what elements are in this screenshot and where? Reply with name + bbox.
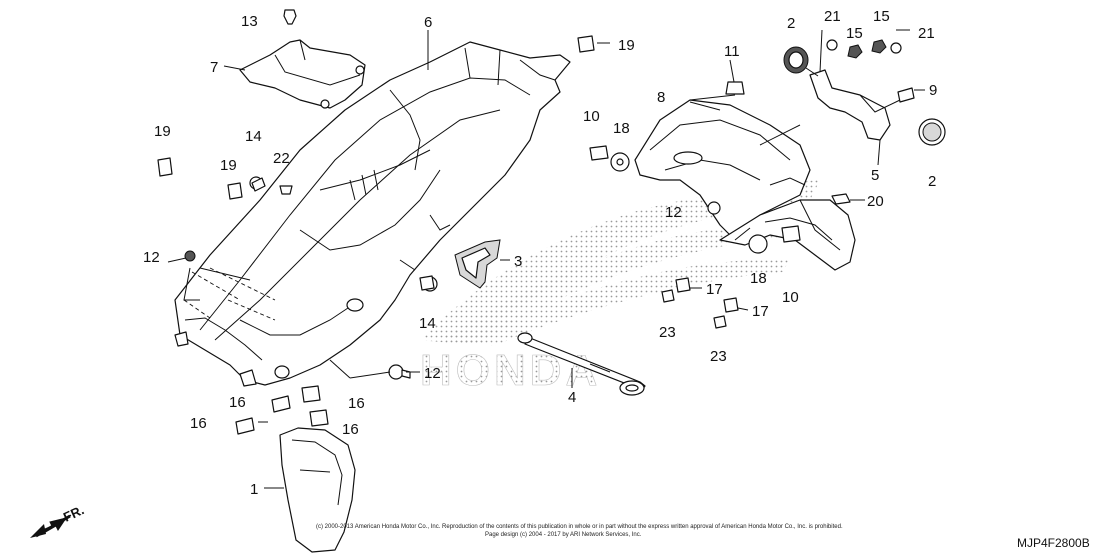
callout-19c: 19	[220, 157, 237, 174]
callout-13: 13	[241, 13, 258, 30]
callout-1: 1	[250, 481, 258, 498]
callout-14a: 14	[245, 128, 262, 145]
callout-18b: 18	[750, 270, 767, 287]
callout-6: 7	[210, 59, 218, 76]
callout-16b: 16	[348, 395, 365, 412]
callout-17a: 17	[706, 281, 723, 298]
callout-12b: 12	[424, 365, 441, 382]
callout-16c: 16	[190, 415, 207, 432]
callout-9: 9	[929, 82, 937, 99]
callout-21b: 21	[918, 25, 935, 42]
front-direction-arrow: FR.	[30, 502, 86, 538]
part-7-rear-fender	[634, 99, 811, 241]
callout-2a: 2	[787, 15, 795, 32]
assembly-lines	[183, 94, 901, 379]
callout-17b: 17	[752, 303, 769, 320]
callout-23a: 23	[659, 324, 676, 341]
callout-22: 22	[273, 150, 290, 167]
callout-10a: 10	[583, 108, 600, 125]
leader-lines	[167, 29, 925, 489]
callout-12a: 12	[143, 249, 160, 266]
callout-labels: 13 6 19 7 19 14 19 22 12 14 12 3 4 1 16 …	[143, 8, 937, 498]
fr-label: FR.	[61, 502, 86, 524]
callout-19b: 19	[154, 123, 171, 140]
diagram-code: MJP4F2800B	[1017, 536, 1090, 550]
part-4-rod	[517, 332, 646, 396]
callout-10b: 10	[782, 289, 799, 306]
callout-15b: 15	[873, 8, 890, 25]
part-3-seal	[454, 239, 501, 289]
part-1-splash-guard	[279, 427, 356, 553]
copyright-line-2: Page design (c) 2004 - 2017 by ARI Netwo…	[485, 532, 642, 538]
callout-23b: 23	[710, 348, 727, 365]
callout-20: 20	[867, 193, 884, 210]
part-2-reflector-right	[918, 118, 946, 146]
callout-7: 8	[657, 89, 665, 106]
callout-18a: 18	[613, 120, 630, 137]
small-fasteners	[157, 9, 915, 435]
callout-5: 6	[424, 14, 432, 31]
copyright-line-1: (c) 2000-2013 American Honda Motor Co., …	[316, 524, 843, 530]
part-6-bracket	[239, 39, 366, 109]
callout-15a: 15	[846, 25, 863, 42]
callout-16d: 16	[342, 421, 359, 438]
callout-19a: 19	[618, 37, 635, 54]
callout-8: 5	[871, 167, 879, 184]
callout-14b: 14	[419, 315, 436, 332]
callout-16a: 16	[229, 394, 246, 411]
footer: (c) 2000-2013 American Honda Motor Co., …	[316, 524, 1090, 550]
callout-3: 3	[514, 253, 522, 270]
part-2-reflector-left	[783, 46, 819, 77]
callout-2b: 2	[928, 173, 936, 190]
callout-4: 4	[568, 389, 576, 406]
callout-21a: 21	[824, 8, 841, 25]
watermark-text: HONDA	[420, 346, 601, 395]
callout-11: 11	[724, 43, 740, 60]
callout-12c: 12	[665, 204, 682, 221]
